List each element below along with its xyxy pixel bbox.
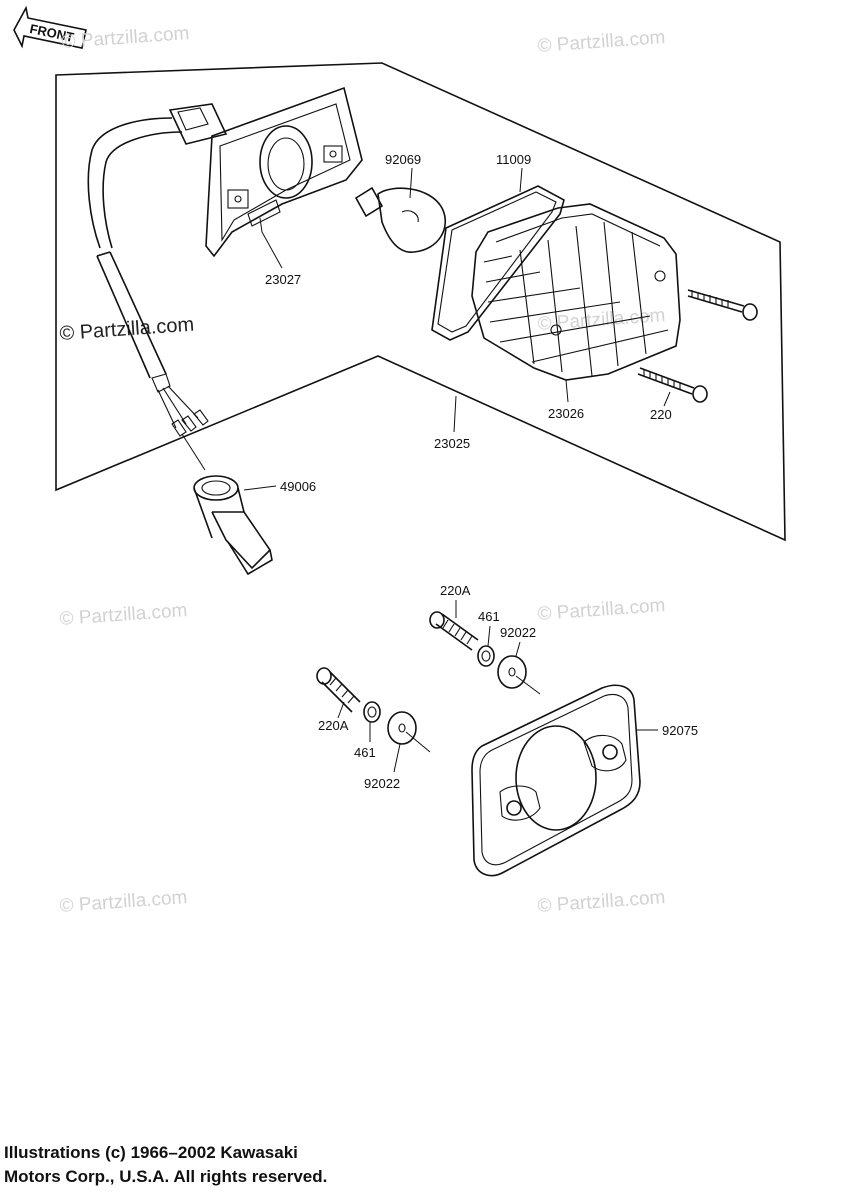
- label-92022-lower: 92022: [364, 776, 400, 791]
- part-labels: 23027 92069 11009 23026 220 23025 49006 …: [265, 152, 698, 791]
- watermark: © Partzilla.com: [59, 314, 195, 345]
- label-461-upper: 461: [478, 609, 500, 624]
- watermark: © Partzilla.com: [59, 600, 188, 630]
- label-23025: 23025: [434, 436, 470, 451]
- label-220: 220: [650, 407, 672, 422]
- lamp-housing-23027: [168, 86, 363, 269]
- watermark: © Partzilla.com: [537, 887, 666, 917]
- copyright-line-2: Motors Corp., U.S.A. All rights reserved…: [4, 1167, 328, 1186]
- screw-220-upper: [687, 289, 758, 321]
- label-23027: 23027: [265, 272, 301, 287]
- label-23026: 23026: [548, 406, 584, 421]
- watermark: © Partzilla.com: [59, 887, 188, 917]
- mounting-plate-92075: [471, 684, 658, 877]
- label-220A-lower: 220A: [318, 718, 349, 733]
- watermark: © Partzilla.com: [537, 595, 666, 625]
- label-220A-upper: 220A: [440, 583, 471, 598]
- hardware-stack-lower: [316, 667, 431, 773]
- lens-23026: [471, 203, 681, 403]
- copyright-line-1: Illustrations (c) 1966–2002 Kawasaki: [4, 1143, 298, 1162]
- label-11009: 11009: [496, 152, 531, 167]
- label-92022-upper: 92022: [500, 625, 536, 640]
- wire-harness: [87, 117, 209, 471]
- label-49006: 49006: [280, 479, 316, 494]
- watermark: © Partzilla.com: [537, 27, 666, 57]
- label-92069: 92069: [385, 152, 421, 167]
- front-arrow: FRONT: [13, 5, 87, 49]
- label-92075: 92075: [662, 723, 698, 738]
- watermarks: © Partzilla.com © Partzilla.com © Partzi…: [59, 23, 666, 917]
- watermark: © Partzilla.com: [61, 23, 190, 53]
- screw-220-lower: [637, 367, 708, 407]
- hardware-stack-upper: [429, 600, 541, 695]
- assembly-outline: [55, 62, 786, 542]
- gasket-11009: [431, 167, 565, 341]
- leader-23025: [453, 395, 457, 433]
- bulb-92069: [354, 167, 447, 253]
- grommet-49006: [193, 475, 277, 576]
- label-461-lower: 461: [354, 745, 376, 760]
